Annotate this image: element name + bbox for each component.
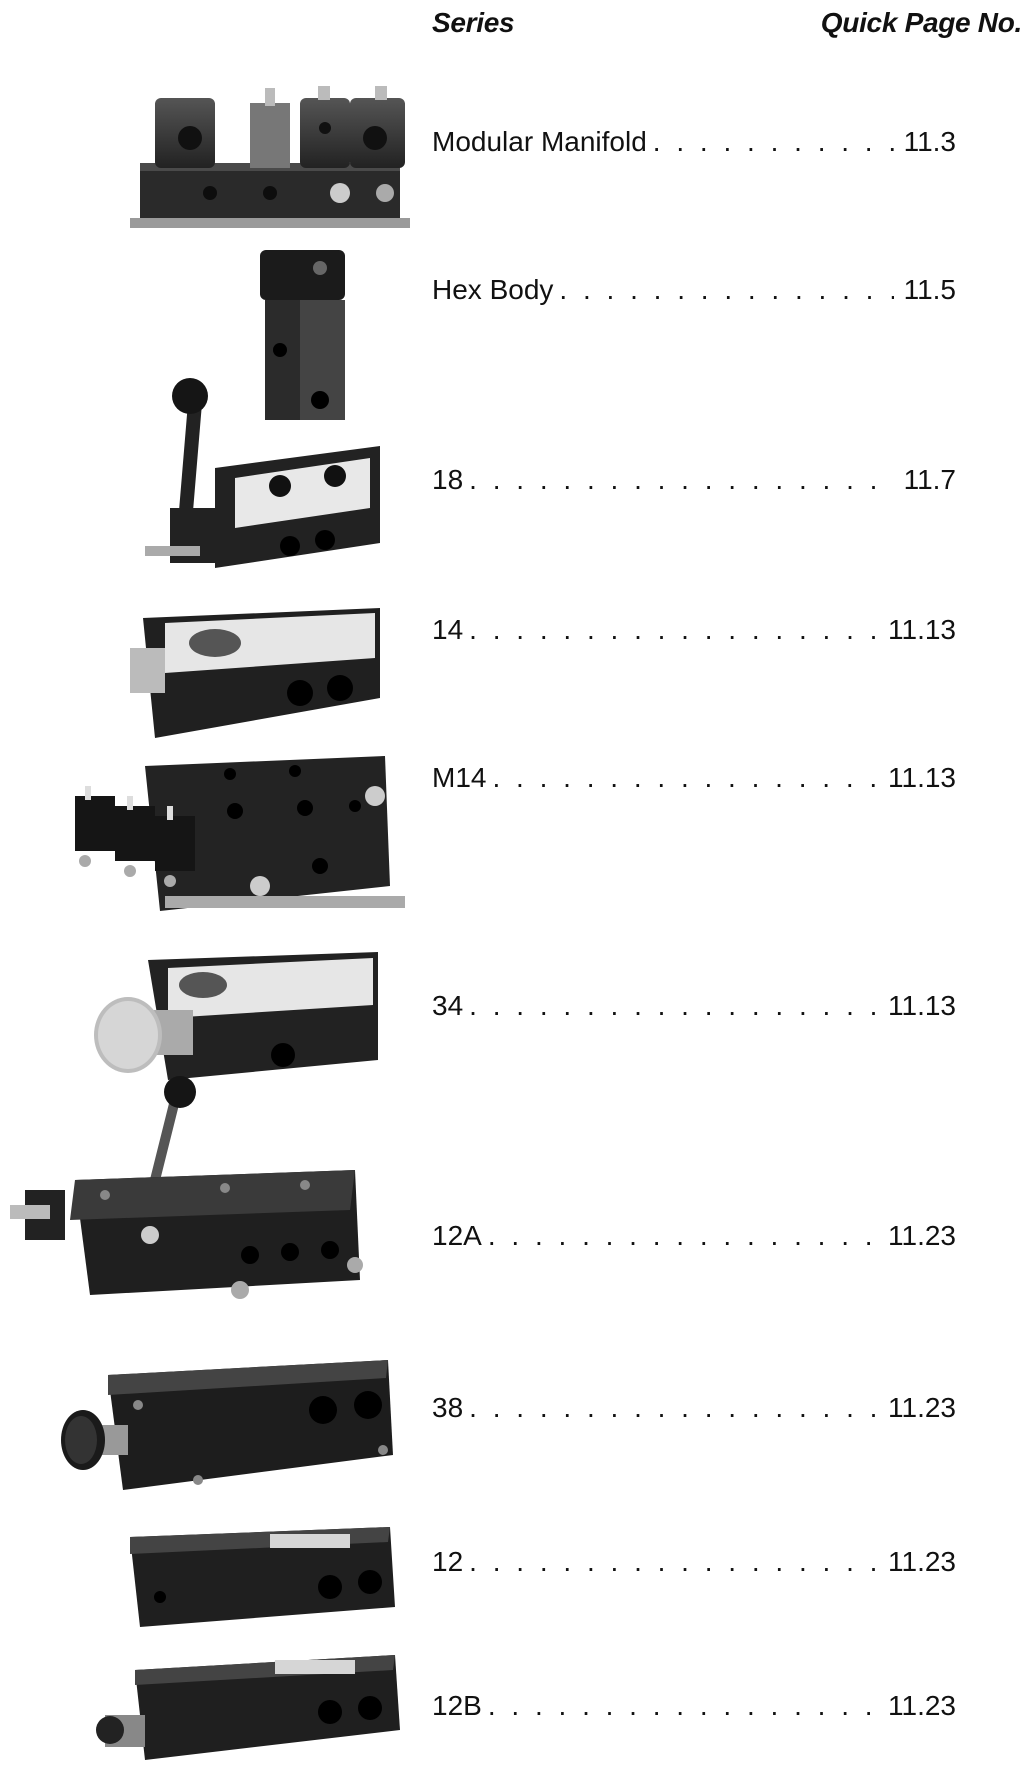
leader-dots: . . . . . . . . . . . . . . . . . . . . … [487,1690,882,1721]
leader-dots: . . . . . . . . . . . . . . . . . . . . … [469,614,882,645]
leader-dots: . . . . . . . . . . . . . . . . . . . . … [492,762,882,793]
series-name: 12 [432,1546,464,1577]
leader-dots: . . . . . . . . . . . . . . . . . . . . … [469,1392,882,1423]
index-entry-series-14[interactable]: 14 . . . . . . . . . . . . . . . . . . .… [432,610,956,650]
series-14-valve-image [125,588,395,748]
page-number: 11.3 [903,126,956,157]
page-number: 11.13 [888,762,956,793]
page-number: 11.13 [888,614,956,645]
page-number: 11.23 [888,1690,956,1721]
series-name: 34 [432,990,464,1021]
index-entry-series-12a[interactable]: 12A . . . . . . . . . . . . . . . . . . … [432,1216,956,1256]
series-name: 18 [432,464,464,495]
page-number: 11.23 [888,1546,956,1577]
page-number: 11.5 [903,274,956,305]
page-number: 11.23 [888,1392,956,1423]
index-entry-hex-body[interactable]: Hex Body . . . . . . . . . . . . . . . .… [432,270,956,310]
index-entry-series-34[interactable]: 34 . . . . . . . . . . . . . . . . . . .… [432,986,956,1026]
series-34-valve-image [88,940,388,1100]
index-entry-series-18[interactable]: 18 . . . . . . . . . . . . . . . . . . .… [432,460,956,500]
m14-manifold-valve-image [55,736,405,936]
series-name: Hex Body [432,274,554,305]
leader-dots: . . . . . . . . . . . . . . . . . . . . … [469,464,894,495]
hex-body-valve-image [245,240,375,430]
series-12b-valve-image [85,1640,405,1765]
index-entry-modular-manifold[interactable]: Modular Manifold . . . . . . . . . . . .… [432,122,956,162]
modular-manifold-valve-image [120,68,410,248]
series-name: 14 [432,614,464,645]
page-number: 11.7 [903,464,956,495]
series-12-valve-image [120,1512,400,1632]
series-name: 12A [432,1220,482,1251]
page-number: 11.13 [888,990,956,1021]
leader-dots: . . . . . . . . . . . . . . . . . . . . … [469,1546,882,1577]
series-name: 12B [432,1690,482,1721]
page-number: 11.23 [888,1220,956,1251]
series-name: Modular Manifold [432,126,647,157]
leader-dots: . . . . . . . . . . . . . . . . . . . . … [652,126,894,157]
series-12a-valve-image [5,1070,365,1320]
leader-dots: . . . . . . . . . . . . . . . . . . . . … [559,274,894,305]
index-entry-series-38[interactable]: 38 . . . . . . . . . . . . . . . . . . .… [432,1388,956,1428]
series-18-valve-image [140,368,400,588]
series-column-header: Series [432,7,515,38]
index-entry-series-12[interactable]: 12 . . . . . . . . . . . . . . . . . . .… [432,1542,956,1582]
series-name: M14 [432,762,487,793]
series-38-valve-image [48,1340,398,1500]
leader-dots: . . . . . . . . . . . . . . . . . . . . … [487,1220,882,1251]
leader-dots: . . . . . . . . . . . . . . . . . . . . … [469,990,882,1021]
index-entry-m14[interactable]: M14 . . . . . . . . . . . . . . . . . . … [432,758,956,798]
page-column-header: Quick Page No. [820,7,1023,38]
index-entry-series-12b[interactable]: 12B . . . . . . . . . . . . . . . . . . … [432,1686,956,1726]
series-name: 38 [432,1392,464,1423]
